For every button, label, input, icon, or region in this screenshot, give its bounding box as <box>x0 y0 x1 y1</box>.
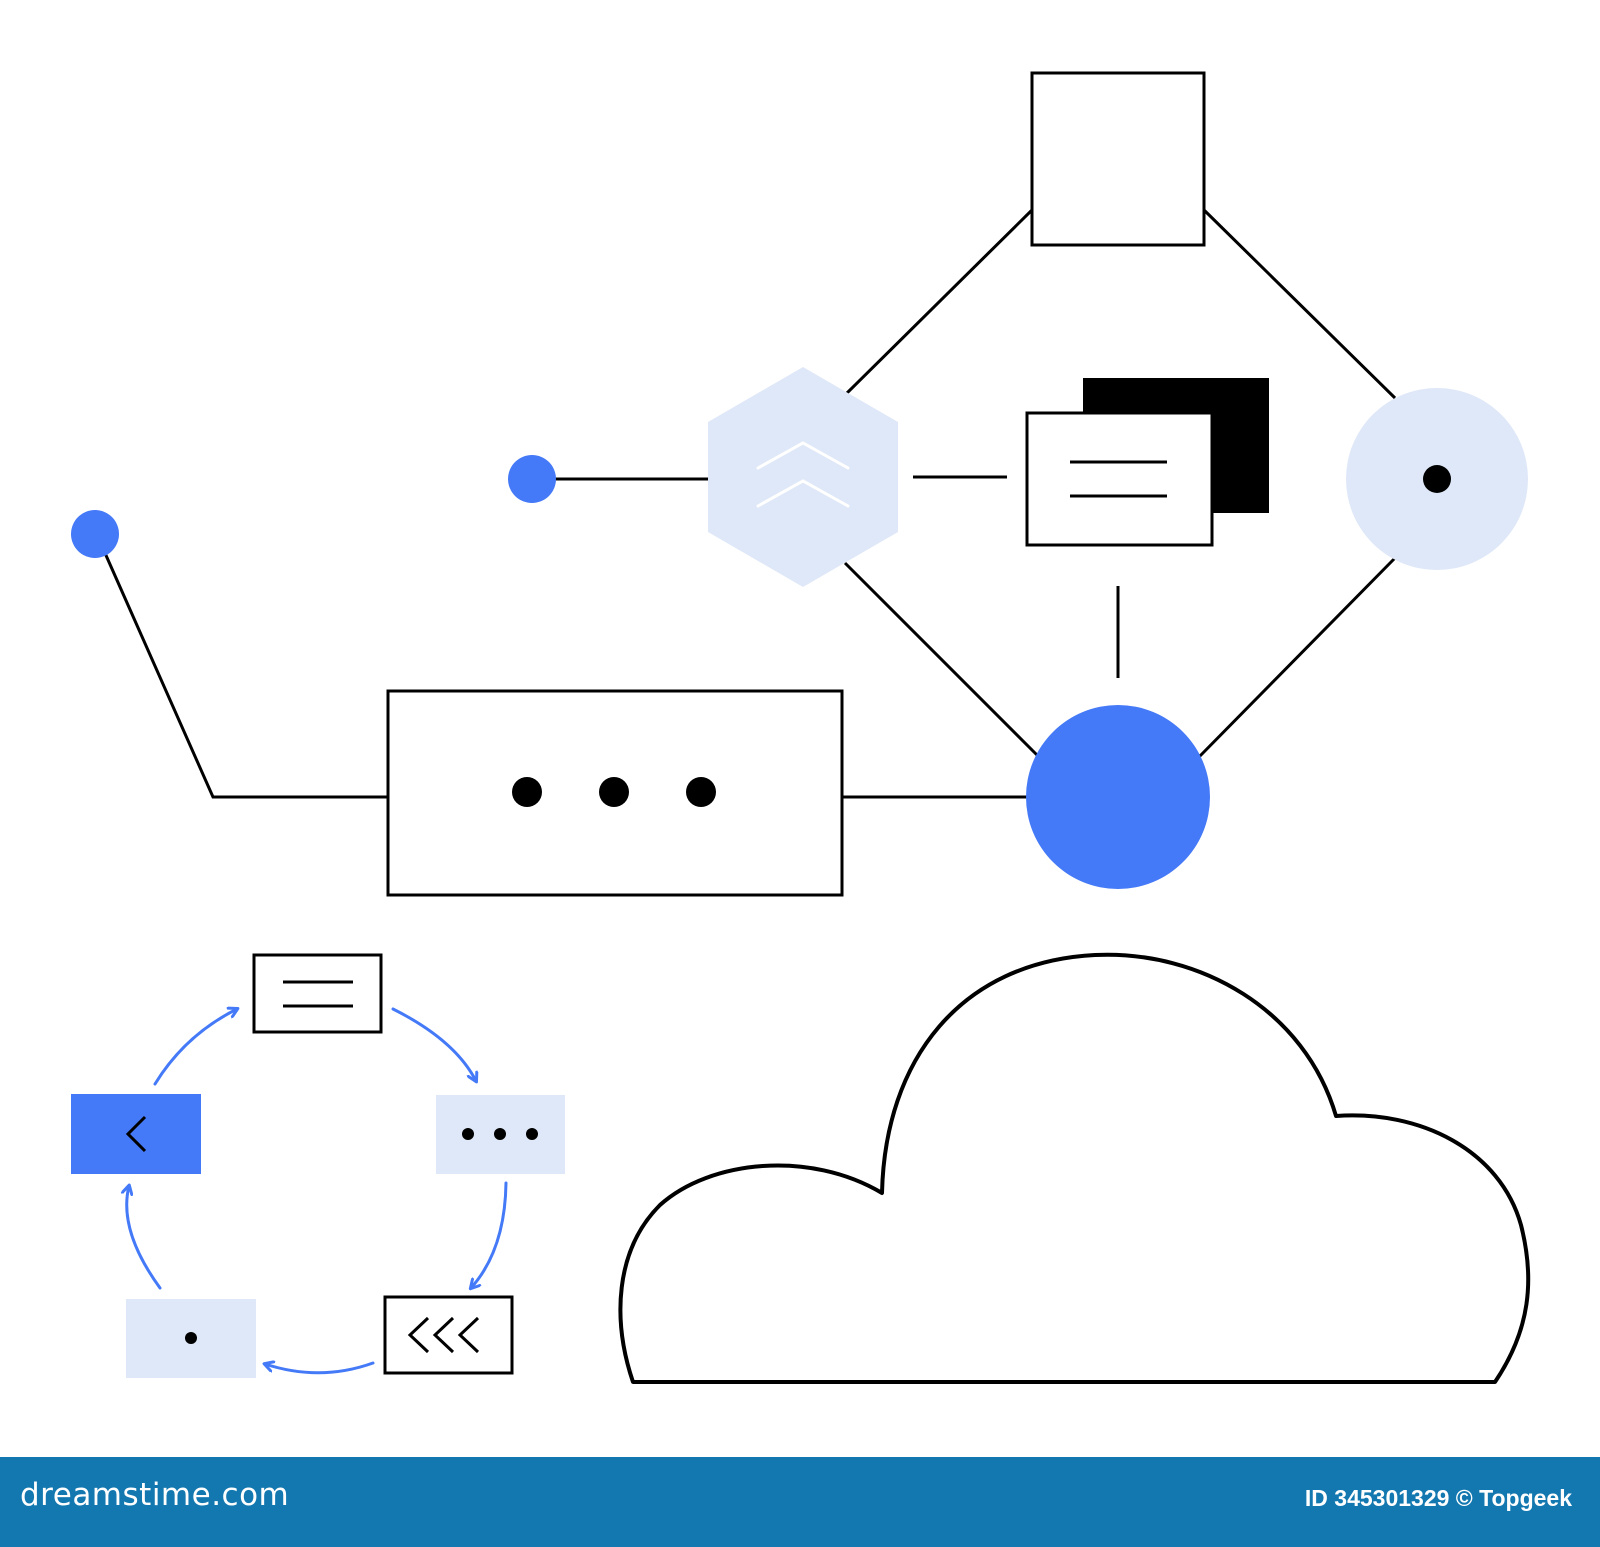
arrow-ellipsis-to-rewind <box>471 1181 508 1288</box>
diagram-canvas <box>71 71 1531 1384</box>
pin-dot-left <box>71 510 119 558</box>
top-square-node <box>1030 71 1206 247</box>
arrow-dot-to-back <box>127 1186 162 1290</box>
ellipsis-box-icon <box>386 689 844 897</box>
footer-brand[interactable]: dreamstime.com <box>20 1477 290 1513</box>
cycle-step-dot <box>126 1299 256 1378</box>
arrow-back-to-document <box>153 1009 237 1086</box>
cycle-process <box>71 953 565 1378</box>
double-chevron-up-icon <box>756 441 850 508</box>
connector-square-target <box>1202 208 1397 400</box>
stacked-documents-icon <box>1025 378 1269 547</box>
hub-circle-node <box>1026 705 1210 889</box>
connector-pin-message <box>95 534 388 799</box>
arrow-document-to-ellipsis <box>391 1007 476 1081</box>
footer-bar: dreamstime.com ID 345301329 © Topgeek <box>0 1457 1600 1547</box>
connector-target-hub <box>1196 556 1397 760</box>
arrow-rewind-to-dot <box>265 1363 375 1375</box>
cycle-arrows <box>127 1007 508 1375</box>
connector-square-hexagon <box>845 208 1034 395</box>
pin-dot-upper <box>508 455 556 503</box>
dot-circle-icon <box>1346 388 1528 570</box>
chevron-left-icon <box>71 1094 201 1174</box>
cycle-step-document <box>252 953 383 1034</box>
diamond-connectors <box>95 208 1397 799</box>
footer-image-id: ID 345301329 © Topgeek <box>1304 1485 1572 1511</box>
connector-hexagon-hub <box>843 561 1042 760</box>
hexagon-node <box>708 367 898 587</box>
cycle-step-ellipsis <box>436 1095 565 1174</box>
cloud-icon <box>618 952 1531 1384</box>
triple-chevron-left-icon <box>383 1295 514 1375</box>
